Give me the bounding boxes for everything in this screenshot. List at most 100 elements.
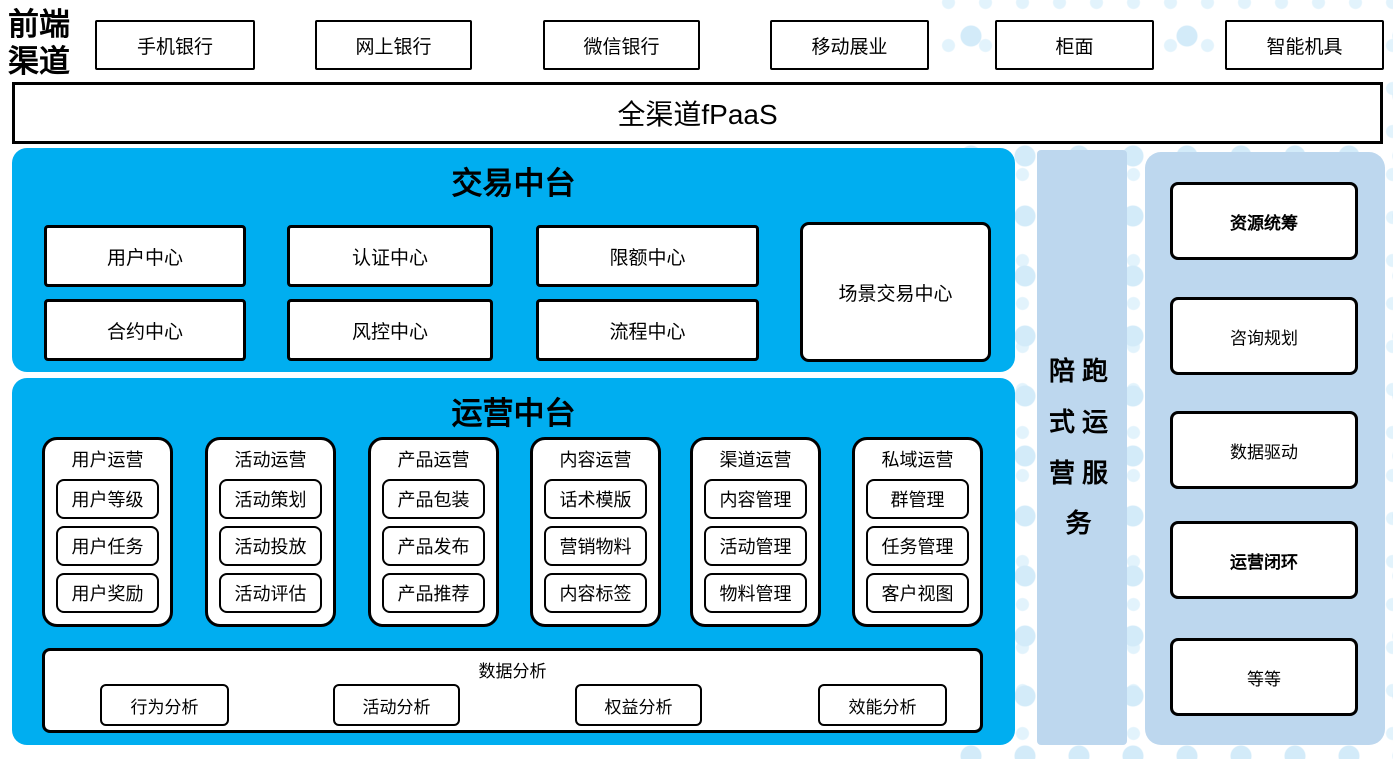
channel-label: 网上银行 [355, 36, 432, 58]
mini-box: 产品发布 [382, 526, 485, 566]
column-header: 渠道运营 [719, 450, 792, 470]
channel-box-mobile-marketing: 移动展业 [770, 20, 929, 70]
box-limit-center: 限额中心 [536, 225, 759, 287]
column-content-operation: 内容运营 话术模版 营销物料 内容标签 [530, 437, 661, 627]
mini-box: 产品包装 [382, 479, 485, 519]
mini-box: 活动管理 [704, 526, 807, 566]
box-operation-closed-loop: 运营闭环 [1170, 521, 1358, 599]
mini-box: 群管理 [866, 479, 969, 519]
box-label: 合约中心 [106, 321, 183, 343]
mini-box: 客户视图 [866, 573, 969, 613]
box-label: 咨询规划 [1230, 328, 1298, 348]
channel-label: 微信银行 [583, 36, 660, 58]
box-label: 认证中心 [351, 247, 428, 269]
box-label: 行为分析 [130, 697, 199, 717]
box-label: 用户中心 [106, 247, 183, 269]
column-channel-operation: 渠道运营 内容管理 活动管理 物料管理 [690, 437, 821, 627]
mini-box: 营销物料 [544, 526, 647, 566]
mini-label: 话术模版 [559, 490, 632, 510]
mini-box: 活动策划 [219, 479, 322, 519]
box-label: 场景交易中心 [838, 283, 953, 305]
box-etc: 等等 [1170, 638, 1358, 716]
channel-label: 移动展业 [811, 36, 888, 58]
mini-label: 用户奖励 [71, 584, 144, 604]
channel-box-online-banking: 网上银行 [315, 20, 472, 70]
box-label: 流程中心 [609, 321, 686, 343]
operation-service-panel: 资源统筹 咨询规划 数据驱动 运营闭环 等等 [1145, 152, 1385, 745]
channel-box-wechat-banking: 微信银行 [543, 20, 700, 70]
channel-label: 手机银行 [136, 36, 213, 58]
column-product-operation: 产品运营 产品包装 产品发布 产品推荐 [368, 437, 499, 627]
mini-box: 内容标签 [544, 573, 647, 613]
mini-label: 内容管理 [719, 490, 792, 510]
box-contract-center: 合约中心 [44, 299, 246, 361]
mini-box: 产品推荐 [382, 573, 485, 613]
mini-label: 活动策划 [234, 490, 307, 510]
box-scene-transaction-center: 场景交易中心 [800, 222, 991, 362]
mini-label: 活动投放 [234, 537, 307, 557]
column-header: 活动运营 [234, 450, 307, 470]
data-analysis-title: 数据分析 [478, 662, 547, 681]
front-channels-label: 前端渠道 [8, 7, 70, 80]
channel-box-mobile-banking: 手机银行 [95, 20, 255, 70]
fpaas-bar: 全渠道fPaaS [12, 82, 1383, 144]
channel-box-smart-devices: 智能机具 [1225, 20, 1384, 70]
box-consulting-planning: 咨询规划 [1170, 297, 1358, 375]
channel-label: 智能机具 [1266, 36, 1343, 58]
mini-box: 用户等级 [56, 479, 159, 519]
column-activity-operation: 活动运营 活动策划 活动投放 活动评估 [205, 437, 336, 627]
channel-label: 柜面 [1055, 36, 1094, 58]
mini-box: 物料管理 [704, 573, 807, 613]
box-efficiency-analysis: 效能分析 [818, 684, 947, 726]
column-header: 产品运营 [397, 450, 470, 470]
mini-box: 用户任务 [56, 526, 159, 566]
mini-label: 产品推荐 [397, 584, 470, 604]
box-behavior-analysis: 行为分析 [100, 684, 229, 726]
column-private-domain-operation: 私域运营 群管理 任务管理 客户视图 [852, 437, 983, 627]
mini-label: 活动管理 [719, 537, 792, 557]
box-auth-center: 认证中心 [287, 225, 493, 287]
box-user-center: 用户中心 [44, 225, 246, 287]
column-header: 私域运营 [881, 450, 954, 470]
column-header: 内容运营 [559, 450, 632, 470]
mini-label: 群管理 [890, 490, 945, 510]
operation-platform-panel: 运营中台 用户运营 用户等级 用户任务 用户奖励 活动运营 活动策划 活动投放 … [12, 378, 1015, 745]
column-user-operation: 用户运营 用户等级 用户任务 用户奖励 [42, 437, 173, 627]
box-label: 风控中心 [351, 321, 428, 343]
box-data-driven: 数据驱动 [1170, 411, 1358, 489]
mini-label: 物料管理 [719, 584, 792, 604]
mini-box: 活动投放 [219, 526, 322, 566]
box-label: 活动分析 [362, 697, 431, 717]
operation-platform-title: 运营中台 [451, 396, 576, 431]
box-label: 等等 [1247, 669, 1281, 689]
box-label: 效能分析 [848, 697, 917, 717]
column-header: 用户运营 [71, 450, 144, 470]
side-bar-label: 陪跑式运营服务 [1048, 356, 1115, 539]
mini-box: 内容管理 [704, 479, 807, 519]
mini-label: 产品发布 [397, 537, 470, 557]
accompanying-operation-service-bar: 陪跑式运营服务 [1037, 150, 1127, 745]
box-activity-analysis: 活动分析 [333, 684, 460, 726]
transaction-platform-panel: 交易中台 用户中心 认证中心 限额中心 合约中心 风控中心 流程中心 场景交易中… [12, 148, 1015, 372]
mini-box: 用户奖励 [56, 573, 159, 613]
box-label: 权益分析 [604, 697, 673, 717]
box-resource-coordination: 资源统筹 [1170, 182, 1358, 260]
box-risk-center: 风控中心 [287, 299, 493, 361]
mini-label: 内容标签 [559, 584, 632, 604]
mini-box: 任务管理 [866, 526, 969, 566]
box-label: 资源统筹 [1230, 213, 1298, 233]
channel-box-counter: 柜面 [995, 20, 1154, 70]
mini-label: 用户等级 [71, 490, 144, 510]
mini-label: 产品包装 [397, 490, 470, 510]
mini-label: 用户任务 [71, 537, 144, 557]
mini-box: 活动评估 [219, 573, 322, 613]
box-rights-analysis: 权益分析 [575, 684, 702, 726]
box-label: 限额中心 [609, 247, 686, 269]
mini-label: 营销物料 [559, 537, 632, 557]
transaction-platform-title: 交易中台 [451, 166, 576, 201]
data-analysis-box: 数据分析 行为分析 活动分析 权益分析 效能分析 [42, 648, 983, 733]
box-process-center: 流程中心 [536, 299, 759, 361]
mini-label: 任务管理 [881, 537, 954, 557]
mini-label: 活动评估 [234, 584, 307, 604]
